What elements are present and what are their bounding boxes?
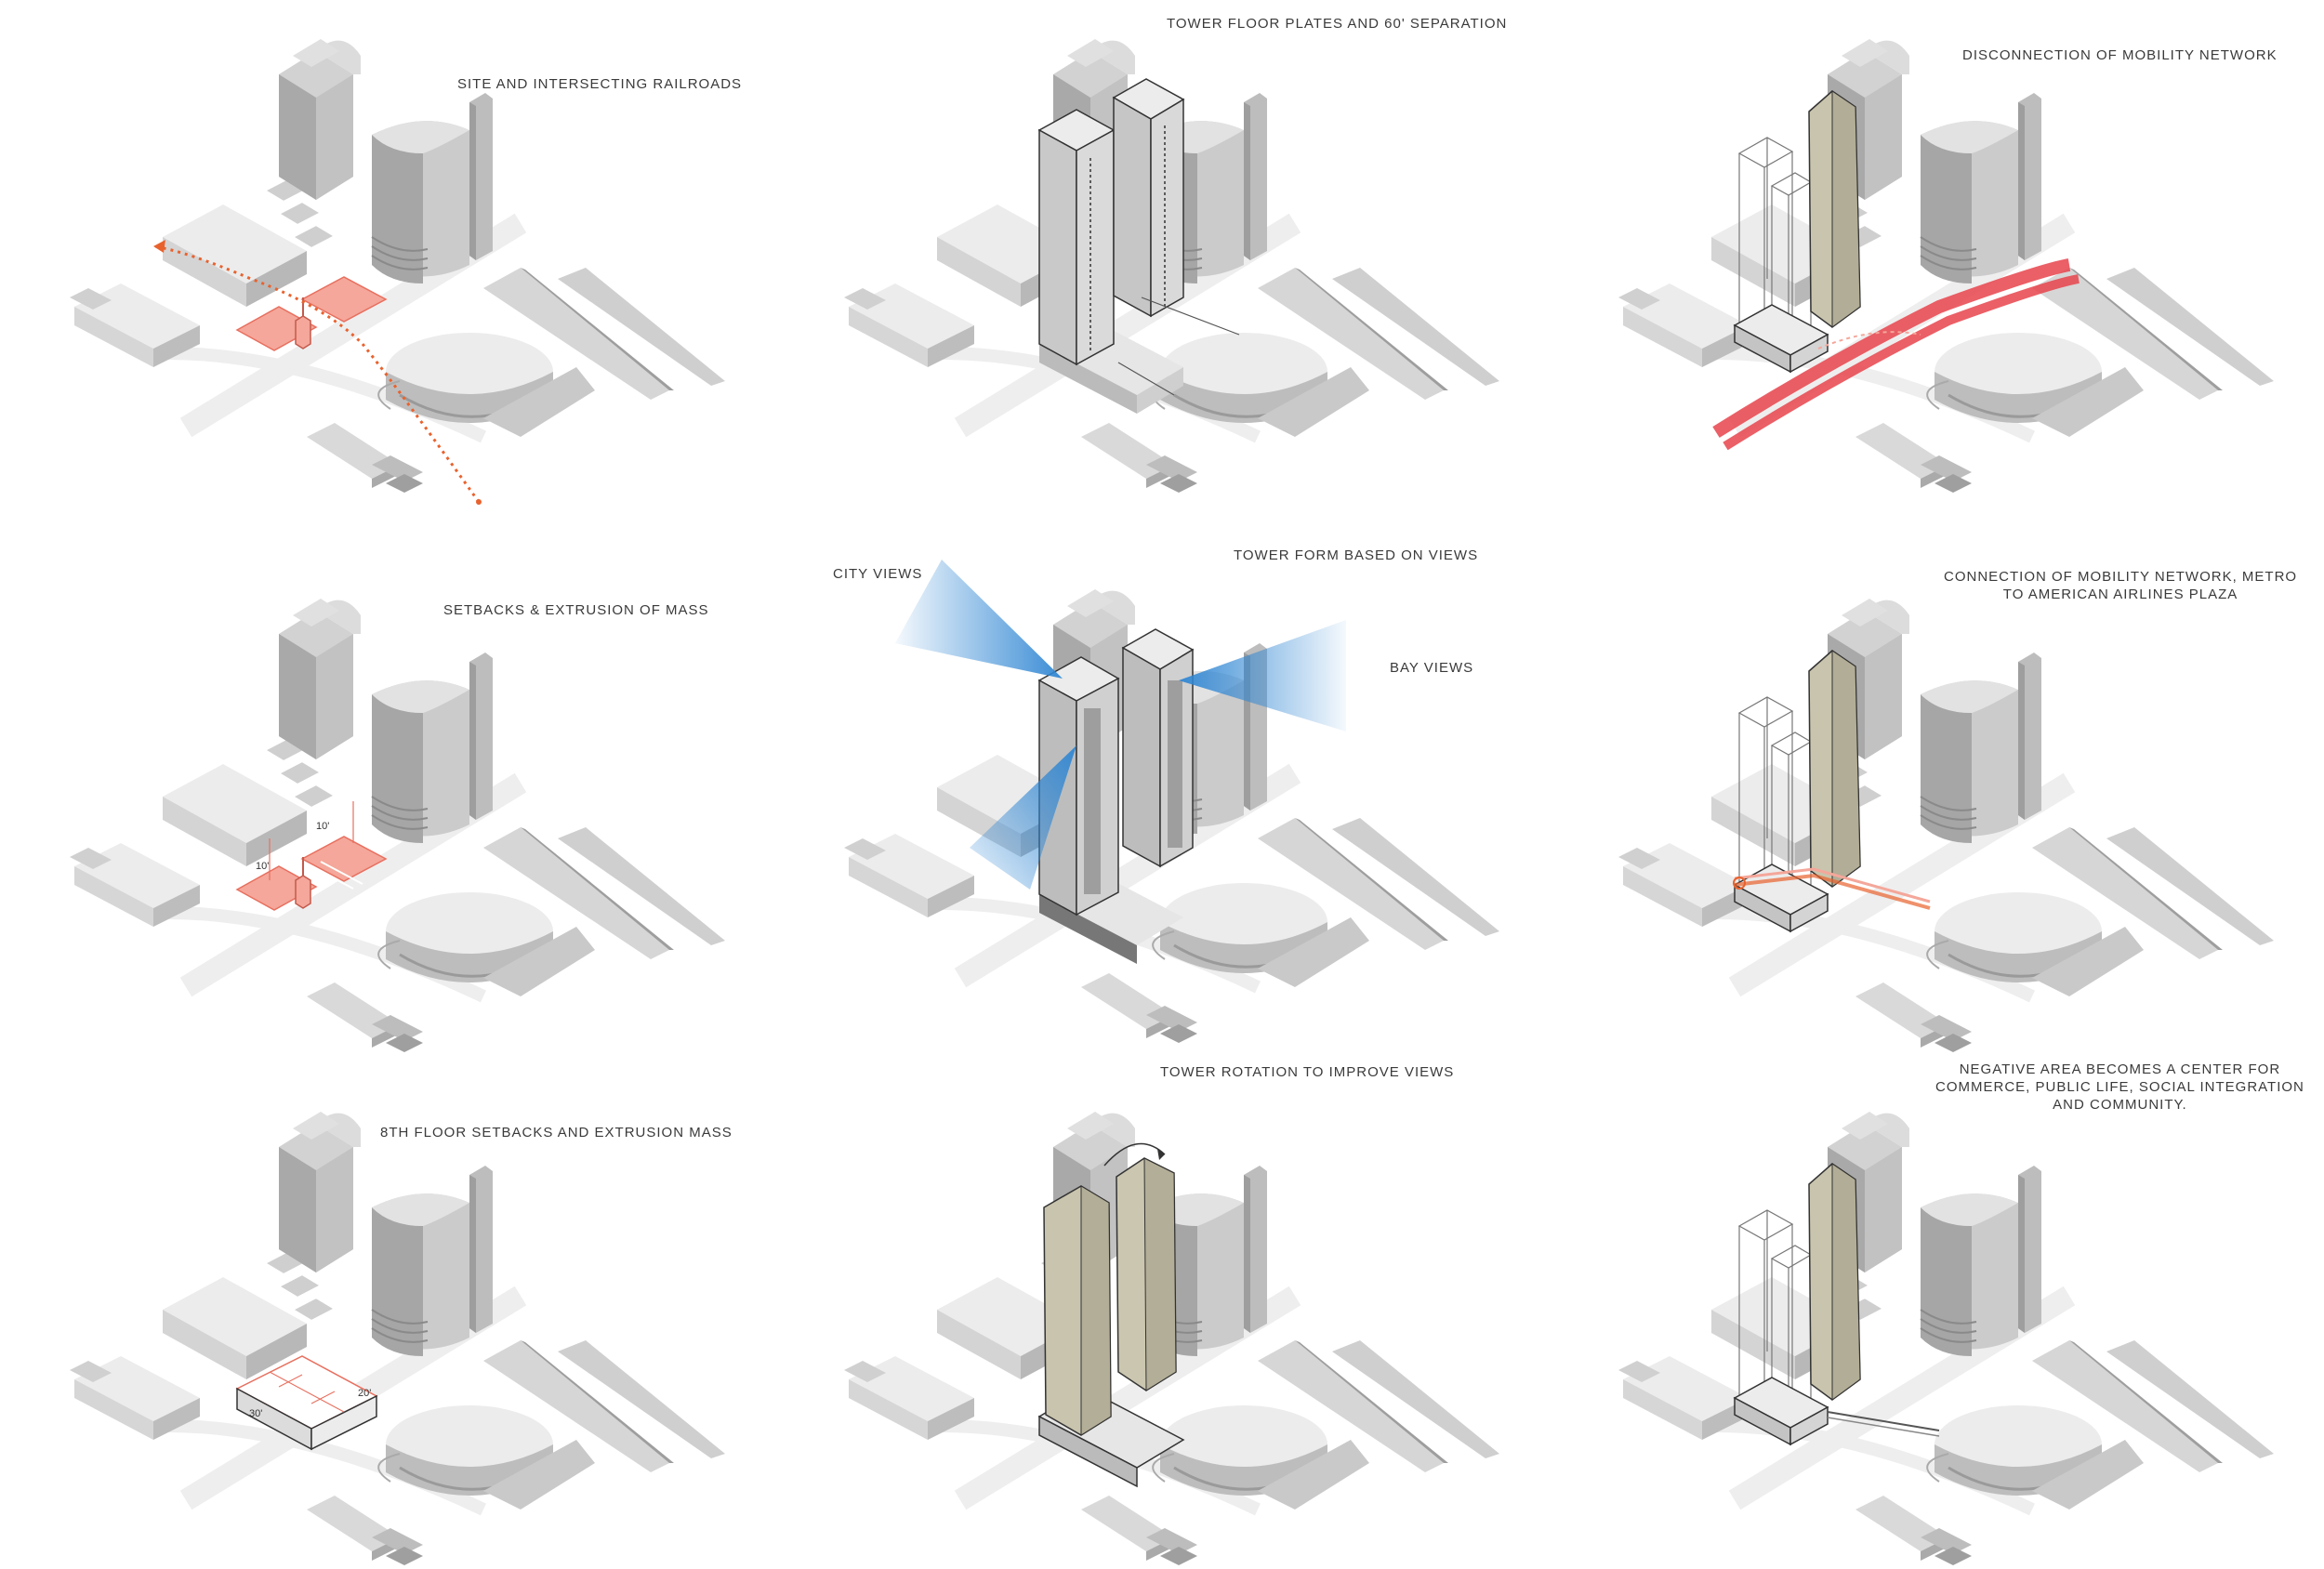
panel-views: TOWER FORM BASED ON VIEWS CITY VIEWS BAY… <box>774 522 1549 1045</box>
caption-line: SETBACKS & EXTRUSION OF MASS <box>443 602 709 618</box>
view-cones <box>895 560 1346 890</box>
panel-caption: TOWER FLOOR PLATES AND 60' SEPARATION <box>1167 15 1507 33</box>
panel-8th-floor: 20' 30' 8TH FLOOR SETBACKS AND EXTRUSION… <box>0 1045 774 1567</box>
caption-line: SITE AND INTERSECTING RAILROADS <box>457 76 743 92</box>
panel-disconnection: DISCONNECTION OF MOBILITY NETWORK <box>1549 0 2323 522</box>
bay-view-cone <box>1179 620 1346 732</box>
caption-line: TOWER ROTATION TO IMPROVE VIEWS <box>1160 1064 1455 1080</box>
rail-corridor <box>1712 258 2080 451</box>
panel-8-drawing <box>774 1045 1549 1567</box>
panel-4-drawing: 10' 10' <box>0 522 774 1045</box>
caption-line: 8TH FLOOR SETBACKS AND EXTRUSION MASS <box>380 1125 733 1140</box>
city-view-cone <box>895 560 1063 679</box>
panel-6-drawing <box>1549 522 2323 1045</box>
panel-rotation: TOWER ROTATION TO IMPROVE VIEWS <box>774 1045 1549 1567</box>
railroad-arrow-icon <box>153 240 165 253</box>
caption-line: AND COMMUNITY. <box>2053 1097 2187 1113</box>
caption-line: TOWER FORM BASED ON VIEWS <box>1234 547 1479 563</box>
dimension-label: 10' <box>256 861 269 872</box>
panel-caption: 8TH FLOOR SETBACKS AND EXTRUSION MASS <box>380 1124 733 1141</box>
panel-setbacks: 10' 10' SETBACKS & EXTRUSION OF MASS <box>0 522 774 1045</box>
caption-line: CONNECTION OF MOBILITY NETWORK, METRO <box>1944 569 2298 585</box>
dimension-label: 10' <box>316 821 329 832</box>
panel-floor-plates: TOWER FLOOR PLATES AND 60' SEPARATION <box>774 0 1549 522</box>
caption-line: DISCONNECTION OF MOBILITY NETWORK <box>1962 47 2278 63</box>
panel-caption: TOWER ROTATION TO IMPROVE VIEWS <box>1160 1063 1454 1081</box>
city-views-label: CITY VIEWS <box>833 566 923 582</box>
panel-2-drawing <box>774 0 1549 522</box>
panel-7-drawing: 20' 30' <box>0 1045 774 1567</box>
panel-1-drawing <box>0 0 774 505</box>
panel-site-railroads: SITE AND INTERSECTING RAILROADS <box>0 0 774 522</box>
caption-line: TO AMERICAN AIRLINES PLAZA <box>2002 587 2238 602</box>
panel-caption: CONNECTION OF MOBILITY NETWORK, METRO TO… <box>1944 568 2297 603</box>
panel-caption: SETBACKS & EXTRUSION OF MASS <box>443 601 709 619</box>
eighth-floor-mass: 20' 30' <box>235 1355 378 1451</box>
caption-line: NEGATIVE AREA BECOMES A CENTER FOR <box>1959 1061 2281 1077</box>
caption-line: COMMERCE, PUBLIC LIFE, SOCIAL INTEGRATIO… <box>1935 1079 2304 1095</box>
panel-3-drawing <box>1549 0 2323 522</box>
pedestrian-bridge <box>1827 1411 1940 1431</box>
panel-negative-area: NEGATIVE AREA BECOMES A CENTER FOR COMME… <box>1549 1045 2323 1567</box>
panel-connection: CONNECTION OF MOBILITY NETWORK, METRO TO… <box>1549 522 2323 1045</box>
panel-caption: DISCONNECTION OF MOBILITY NETWORK <box>1962 46 2278 64</box>
bay-views-label: BAY VIEWS <box>1390 660 1474 676</box>
caption-line: TOWER FLOOR PLATES AND 60' SEPARATION <box>1167 16 1508 32</box>
dimension-label: 20' <box>358 1388 371 1399</box>
metro-connection <box>1733 867 1931 910</box>
panel-caption: NEGATIVE AREA BECOMES A CENTER FOR COMME… <box>1935 1061 2304 1114</box>
dimension-label: 30' <box>249 1408 262 1419</box>
panel-caption: TOWER FORM BASED ON VIEWS <box>1234 547 1478 564</box>
plaza-view-cone <box>970 745 1076 890</box>
panel-5-drawing <box>774 560 1549 1045</box>
historic-tower-icon <box>295 297 311 349</box>
panel-9-drawing <box>1549 1045 2323 1567</box>
panel-caption: SITE AND INTERSECTING RAILROADS <box>457 75 742 93</box>
rotation-arrow-icon <box>1103 1142 1166 1167</box>
